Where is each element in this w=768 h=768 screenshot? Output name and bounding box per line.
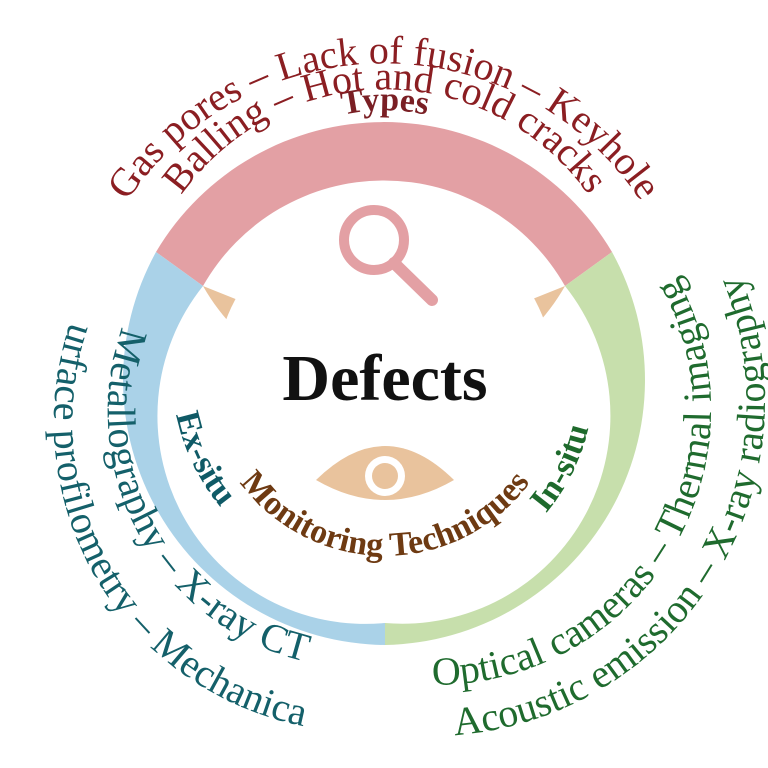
eye-icon xyxy=(316,446,454,500)
magnifier-icon xyxy=(339,205,438,306)
types-segment xyxy=(156,122,612,286)
center-title: Defects xyxy=(282,342,487,415)
ex-situ-segment xyxy=(123,252,386,645)
in-situ-segment xyxy=(385,252,645,645)
center-disc xyxy=(215,210,555,550)
types-label: Types xyxy=(338,81,432,123)
